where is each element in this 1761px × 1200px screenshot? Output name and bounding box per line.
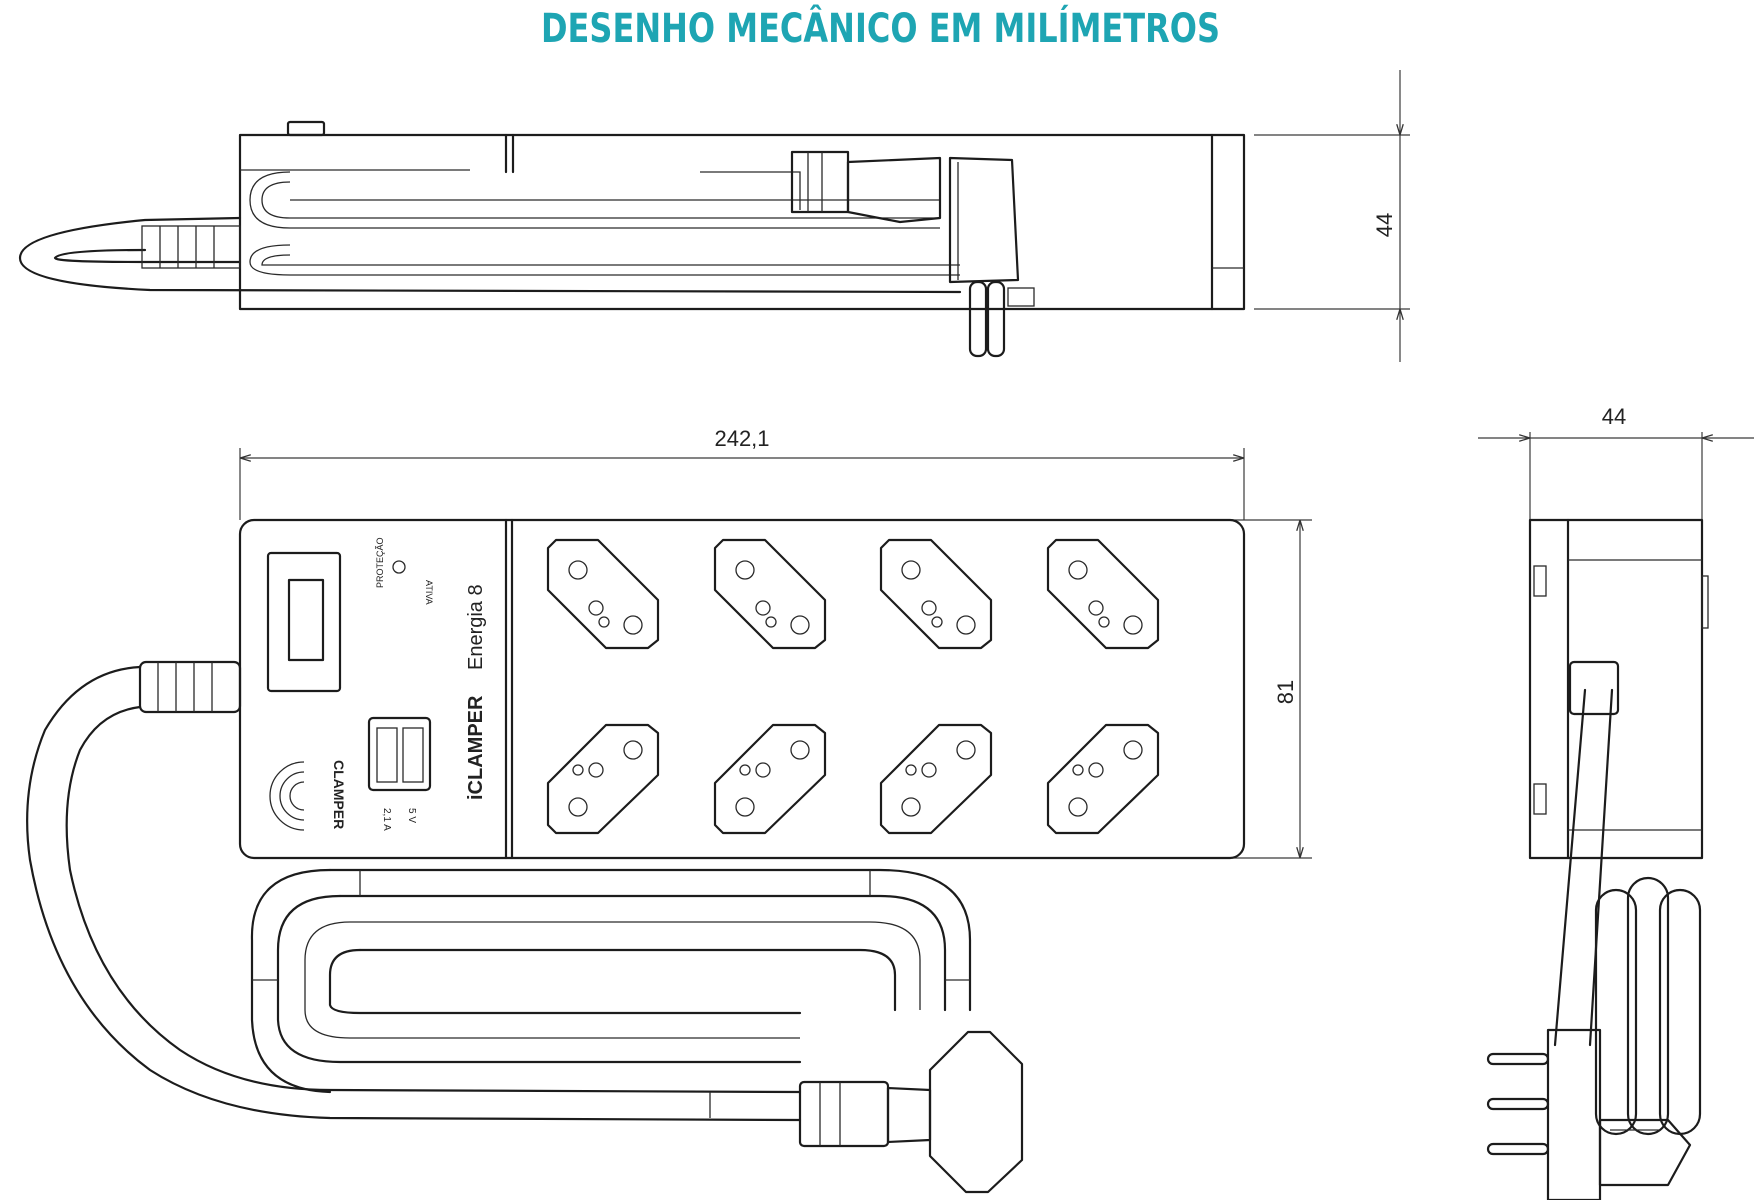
outlet-icon[interactable]: [879, 538, 993, 650]
side-view: 44: [18, 70, 1410, 362]
page-title: DESENHO MECÂNICO EM MILÍMETROS: [540, 6, 1221, 52]
height-dimension-label: 44: [1372, 213, 1397, 237]
model-brand-label: iCLAMPER: [465, 695, 487, 800]
power-switch-icon[interactable]: [266, 551, 342, 693]
outlet-icon[interactable]: [879, 723, 993, 835]
plug-icon: [1486, 1028, 1692, 1200]
usb-port-icon[interactable]: [367, 716, 432, 792]
outlet-icon[interactable]: [1046, 723, 1160, 835]
led-label-ativa: ATIVA: [424, 580, 434, 605]
width-dimension-label: 81: [1273, 680, 1298, 704]
strain-relief: [141, 225, 241, 269]
logo-icon: CLAMPER: [269, 760, 347, 831]
model-name-label: Energia 8: [465, 584, 487, 670]
length-dimension-label: 242,1: [714, 426, 769, 451]
outlet-icon[interactable]: [713, 538, 827, 650]
outlet-icon[interactable]: [546, 538, 660, 650]
strain-relief: [138, 660, 242, 714]
top-view: 242,1 81 PROTEÇÃO ATIVA 2,1 A 5 V: [26, 426, 1312, 1194]
plug-icon: [790, 150, 1035, 358]
brand-label: CLAMPER: [331, 760, 347, 829]
outlet-icon[interactable]: [713, 723, 827, 835]
outlet-icon[interactable]: [546, 723, 660, 835]
end-view: 44: [1478, 404, 1754, 1200]
led-label-protecao: PROTEÇÃO: [375, 537, 385, 588]
usb-current-label: 2,1 A: [381, 808, 392, 831]
usb-voltage-label: 5 V: [406, 808, 417, 823]
led-indicator-icon: [392, 560, 406, 574]
outlet-icon[interactable]: [1046, 538, 1160, 650]
plug-icon: [798, 1030, 1024, 1194]
end-width-dimension-label: 44: [1602, 404, 1626, 429]
